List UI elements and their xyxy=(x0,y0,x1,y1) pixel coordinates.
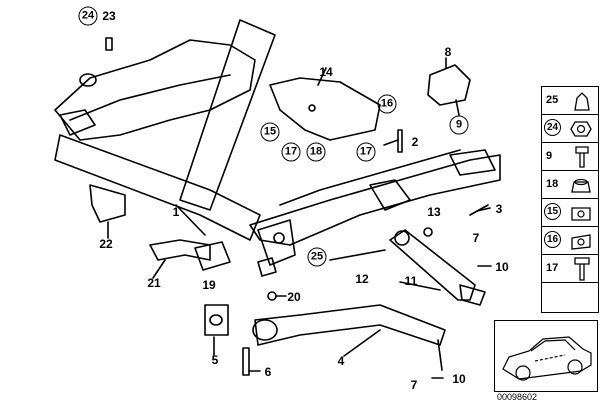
bracket-21 xyxy=(149,239,211,261)
legend-row: 9 xyxy=(542,143,598,171)
legend-number: 25 xyxy=(546,94,559,106)
callout-6: 6 xyxy=(264,365,272,379)
callout-7-b: 7 xyxy=(410,378,418,392)
legend-row: 16 xyxy=(542,227,598,255)
legend-number: 17 xyxy=(546,262,559,274)
bushing-5 xyxy=(204,304,229,336)
callout-17-b: 17 xyxy=(356,142,376,162)
clip-nut-icon xyxy=(571,207,591,221)
subframe-rear-crossmember xyxy=(54,39,256,141)
right-mount-bracket xyxy=(369,179,411,211)
legend-row: 24 xyxy=(542,115,598,143)
callout-23: 23 xyxy=(102,9,116,23)
bolt-icon xyxy=(575,146,589,168)
callout-10-b: 10 xyxy=(452,372,466,386)
legend-row: 25 xyxy=(542,87,598,115)
callout-10-a: 10 xyxy=(495,260,509,274)
bracket-22 xyxy=(89,184,126,223)
heat-shield-14 xyxy=(269,77,381,141)
car-silhouette-icon xyxy=(502,336,592,381)
legend-row: 18 xyxy=(542,171,598,199)
callout-24: 24 xyxy=(78,6,98,26)
legend-number: 24 xyxy=(544,119,561,136)
callout-17-a: 17 xyxy=(281,142,301,162)
callout-4: 4 xyxy=(337,354,345,368)
callout-9: 9 xyxy=(449,115,469,135)
legend-row: 17 xyxy=(542,255,598,283)
callout-12: 12 xyxy=(355,272,369,286)
tension-strut-4 xyxy=(254,304,446,346)
subframe-lower-tube xyxy=(54,134,261,241)
callout-19: 19 xyxy=(202,278,216,292)
bracket-8 xyxy=(427,64,471,106)
callout-22: 22 xyxy=(99,237,113,251)
vehicle-location-thumbnail xyxy=(494,320,598,392)
hex-nut-icon xyxy=(570,121,592,137)
callout-2: 2 xyxy=(411,135,419,149)
callout-5: 5 xyxy=(211,353,219,367)
callout-15: 15 xyxy=(260,122,280,142)
callout-3: 3 xyxy=(495,202,503,216)
callout-14: 14 xyxy=(319,65,333,79)
callout-16: 16 xyxy=(377,94,397,114)
callout-1: 1 xyxy=(172,205,180,219)
diagram-id: 00098602 xyxy=(497,392,538,402)
screw-icon xyxy=(574,257,590,281)
legend-number: 16 xyxy=(544,231,561,248)
callout-25: 25 xyxy=(307,247,327,267)
upper-left-bushing xyxy=(79,73,97,87)
legend-number: 9 xyxy=(546,150,553,162)
callout-13: 13 xyxy=(427,205,441,219)
callout-7-a: 7 xyxy=(472,231,480,245)
callout-11: 11 xyxy=(404,274,418,288)
callout-8: 8 xyxy=(444,45,452,59)
callout-20: 20 xyxy=(287,290,301,304)
cap-nut-icon xyxy=(574,92,590,111)
callout-18: 18 xyxy=(306,142,326,162)
subframe-front-crossmember xyxy=(249,154,501,246)
flange-nut-icon xyxy=(571,178,591,193)
small-parts-legend: 25 24 9 18 15 xyxy=(541,86,599,313)
wishbone-arm-11 xyxy=(389,229,476,301)
spring-nut-icon xyxy=(571,234,591,250)
legend-row: 15 xyxy=(542,199,598,227)
subframe-diagonal-beam xyxy=(179,19,276,211)
callout-21: 21 xyxy=(147,276,161,290)
pad-19 xyxy=(194,241,231,271)
legend-number: 18 xyxy=(546,178,559,190)
legend-number: 15 xyxy=(544,203,561,220)
